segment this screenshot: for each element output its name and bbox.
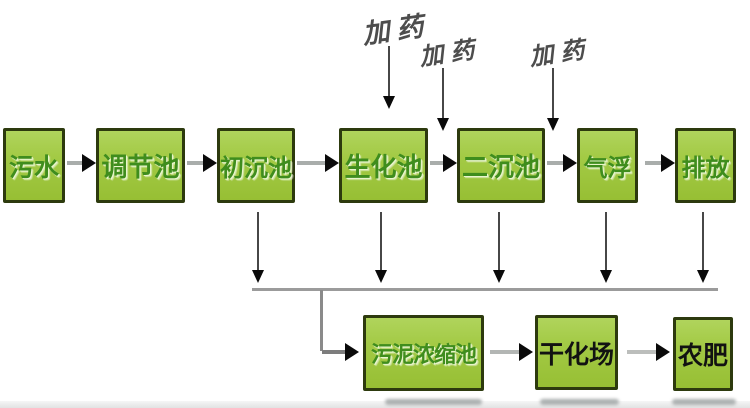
box-shadow	[385, 399, 482, 405]
flow-arrow-icon	[430, 154, 457, 172]
sludge-drop-arrow-icon	[600, 212, 612, 283]
flow-arrow-icon	[645, 154, 675, 172]
dosing-arrow-1-icon	[383, 46, 395, 109]
sludge-drop-arrow-icon	[375, 212, 387, 283]
flow-arrow-icon	[490, 343, 533, 361]
box-drying-yard: 干化场	[535, 315, 618, 390]
box-shadow	[672, 399, 736, 405]
elbow-connector-vertical	[320, 290, 323, 351]
dosing-arrow-2-icon	[437, 68, 449, 131]
box-air-flotation: 气浮	[577, 128, 638, 203]
elbow-connector-arrow-icon	[322, 343, 359, 361]
bottom-shade-band	[0, 401, 750, 408]
flow-arrow-icon	[67, 154, 96, 172]
sludge-drop-arrow-icon	[493, 212, 505, 283]
box-shadow	[540, 399, 619, 405]
box-secondary-sedimentation-tank: 二沉池	[457, 128, 545, 203]
dosing-label-2: 加药	[417, 33, 483, 72]
flow-arrow-icon	[187, 154, 217, 172]
flow-arrow-icon	[297, 154, 339, 172]
box-sludge-thickening-tank: 污泥浓缩池	[363, 315, 484, 391]
dosing-arrow-3-icon	[547, 68, 559, 131]
box-regulating-tank: 调节池	[96, 128, 185, 203]
sludge-drop-arrow-icon	[252, 212, 264, 283]
box-sewage: 污水	[3, 128, 65, 203]
flow-arrow-icon	[547, 154, 577, 172]
dosing-label-3: 加药	[527, 33, 593, 72]
sludge-collector-line	[252, 288, 718, 291]
box-discharge: 排放	[675, 128, 736, 203]
box-primary-sedimentation-tank: 初沉池	[217, 128, 295, 203]
flow-arrow-icon	[627, 343, 670, 361]
box-biochemical-tank: 生化池	[339, 128, 428, 203]
sludge-drop-arrow-icon	[697, 212, 709, 283]
box-farm-fertilizer: 农肥	[673, 317, 733, 391]
